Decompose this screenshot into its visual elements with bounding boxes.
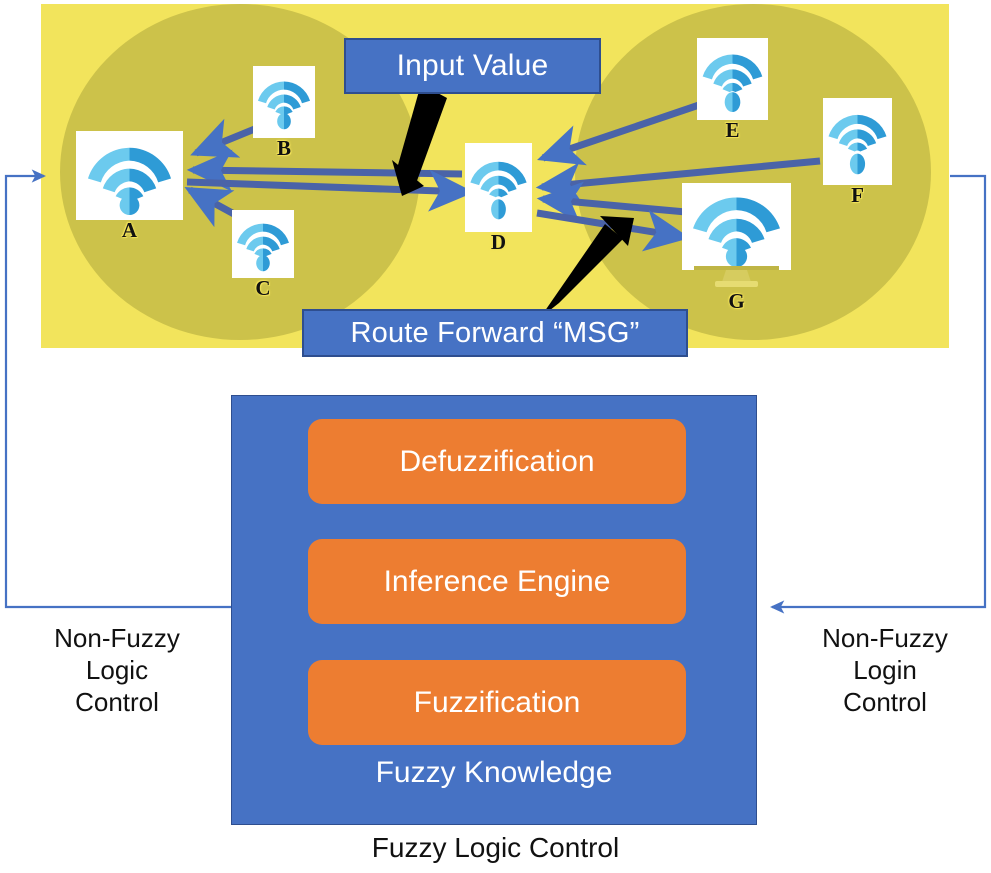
left-feedback-path	[4, 169, 232, 609]
diagram-caption: Fuzzy Logic Control	[371, 832, 620, 863]
defuzzification-block[interactable]: Defuzzification	[308, 419, 686, 504]
wifi-icon	[87, 147, 172, 216]
input-value-pointer-head	[392, 160, 424, 196]
left-feedback-label: Non-Fuzzy Logic Control	[54, 623, 180, 718]
right-feedback-path	[770, 174, 987, 614]
right-feedback-label: Non-Fuzzy Login Control	[822, 623, 948, 718]
route-forward-pointer-head	[600, 216, 634, 246]
link-E-to-D	[537, 100, 704, 166]
annotation-arrows	[392, 84, 634, 318]
node-A-label: A	[121, 218, 138, 242]
input-value-pointer-arrow	[396, 84, 447, 189]
node-G-icon[interactable]	[682, 183, 791, 270]
input-value-callout[interactable]: Input Value	[344, 38, 601, 94]
route-forward-callout[interactable]: Route Forward “MSG”	[302, 309, 688, 357]
route-forward-pointer-arrow	[540, 224, 623, 318]
node-B-label: B	[276, 136, 291, 160]
node-D-icon[interactable]	[465, 143, 532, 232]
node-G-monitor-stand	[694, 266, 779, 287]
right-cluster-circle	[575, 4, 931, 340]
node-F-icon[interactable]	[823, 98, 892, 185]
link-F-to-D	[535, 157, 821, 205]
wifi-icon	[470, 161, 527, 220]
wifi-icon	[257, 81, 311, 130]
node-D-label: D	[490, 230, 507, 254]
inference-engine-block[interactable]: Inference Engine	[308, 539, 686, 624]
wifi-icon	[693, 197, 780, 268]
node-A-icon[interactable]	[76, 131, 183, 220]
node-C-icon[interactable]	[232, 210, 294, 278]
node-C-label: C	[255, 276, 271, 300]
node-G-label: G	[728, 289, 745, 313]
wifi-icon	[702, 54, 763, 113]
wifi-icon	[828, 114, 887, 175]
feedback-paths	[4, 169, 987, 614]
fuzzification-block[interactable]: Fuzzification	[308, 660, 686, 745]
node-F-label: F	[851, 183, 864, 207]
node-E-label: E	[725, 118, 740, 142]
link-G-to-D	[536, 181, 687, 224]
link-D-to-A	[186, 149, 463, 192]
node-E-icon[interactable]	[697, 38, 768, 120]
link-A-to-D	[186, 169, 475, 212]
node-B-icon[interactable]	[253, 66, 315, 138]
wifi-icon	[237, 223, 289, 272]
fuzzy-knowledge-label: Fuzzy Knowledge	[375, 756, 613, 789]
link-B-to-A	[190, 118, 264, 158]
